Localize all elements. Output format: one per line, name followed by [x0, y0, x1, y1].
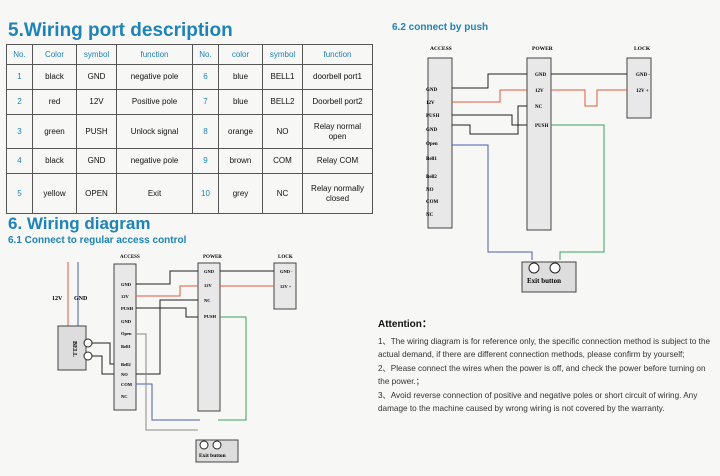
lock-title: LOCK	[278, 255, 293, 260]
table-row: 1 black GND negative pole 6 blue BELL1 d…	[6, 64, 373, 90]
power-pin: 12V	[204, 283, 213, 288]
table-row: 2 red 12V Positive pole 7 blue BELL2 Doo…	[6, 89, 373, 115]
power-pin: 12V	[535, 89, 544, 94]
bell-label: BELL	[71, 341, 77, 357]
diagram-1-wires	[136, 270, 274, 431]
access-pin: Bell1	[426, 157, 437, 162]
lock-pin: GND -	[280, 269, 293, 274]
attention-section: Attention： 1、The wiring diagram is for r…	[378, 318, 713, 416]
table-cell: negative pole	[116, 148, 193, 174]
power-title: POWER	[203, 255, 222, 260]
table-cell: negative pole	[116, 64, 193, 90]
access-pin: 12V	[426, 101, 435, 106]
access-pin: PUSH	[426, 114, 439, 119]
table-cell: Exit	[116, 173, 193, 214]
access-pin: COM	[426, 200, 439, 205]
access-title: ACCESS	[120, 255, 140, 260]
exit-button-label: Exit button	[199, 453, 226, 459]
power-pin: GND	[535, 73, 547, 78]
exit-button-terminal	[212, 440, 222, 450]
table-cell: 5	[6, 173, 33, 214]
access-bar	[427, 57, 453, 229]
power-title: POWER	[532, 46, 554, 52]
table-cell: 3	[6, 114, 33, 149]
lock-pin: GND -	[636, 73, 650, 78]
attention-item: 3、Avoid reverse connection of positive a…	[378, 390, 698, 414]
access-pin: GND	[426, 128, 438, 133]
access-pin: NO	[426, 188, 434, 193]
lock-bar	[626, 57, 652, 119]
bell-box	[57, 325, 87, 371]
section-5-title: 5.Wiring port description	[8, 20, 233, 41]
access-pin: Bell2	[426, 175, 437, 180]
diagram-2-wires	[452, 73, 627, 260]
access-pin: Open	[121, 331, 132, 336]
bell-wire	[92, 355, 116, 375]
access-pin: GND	[426, 88, 438, 93]
access-pin: Open	[426, 142, 438, 147]
wiring-port-table: No. Color symbol function No. color symb…	[6, 44, 373, 214]
access-pin: COM	[121, 382, 133, 387]
table-cell: BELL1	[262, 64, 303, 90]
table-row: 4 black GND negative pole 9 brown COM Re…	[6, 148, 373, 174]
access-pin: NC	[426, 213, 434, 218]
power-pin: PUSH	[535, 124, 548, 129]
table-row: 5 yellow OPEN Exit 10 grey NC Relay norm…	[6, 173, 373, 214]
access-pin: Bell2	[121, 362, 131, 367]
table-cell: doorbell port1	[302, 64, 373, 90]
section-6-1-title: 6.1 Connect to regular access control	[8, 235, 187, 246]
lock-title: LOCK	[634, 46, 651, 52]
power-pin: PUSH	[204, 314, 217, 319]
lock-pin: 12V +	[636, 89, 649, 94]
power-bar	[526, 57, 552, 231]
power-pin: NC	[204, 298, 211, 303]
access-pin: NO	[121, 372, 128, 377]
access-pin: Bell1	[121, 344, 131, 349]
table-cell: grey	[218, 173, 263, 214]
table-cell: GND	[76, 148, 117, 174]
table-cell: Relay normally closed	[302, 173, 373, 214]
exit-button-terminal	[528, 262, 540, 274]
bell-gnd-label: GND	[74, 296, 88, 302]
power-bar	[197, 262, 221, 412]
table-cell: Relay normal open	[302, 114, 373, 149]
access-pin: 12V	[121, 294, 130, 299]
table-cell: NC	[262, 173, 303, 214]
access-pin: PUSH	[121, 306, 134, 311]
table-cell: 12V	[76, 89, 117, 115]
access-pin: GND	[121, 282, 132, 287]
table-cell: 4	[6, 148, 33, 174]
access-pin: NC	[121, 394, 128, 399]
access-pin: GND	[121, 319, 132, 324]
power-pin: GND	[204, 269, 215, 274]
table-cell: GND	[76, 64, 117, 90]
table-row: 3 green PUSH Unlock signal 8 orange NO R…	[6, 114, 373, 149]
table-cell: Positive pole	[116, 89, 193, 115]
access-bar	[113, 263, 137, 411]
exit-button-terminal	[549, 262, 561, 274]
attention-item: 1、The wiring diagram is for reference on…	[378, 336, 711, 360]
exit-button-terminal	[199, 440, 209, 450]
section-6-title: 6. Wiring diagram	[8, 214, 151, 233]
section-6-2-title: 6.2 connect by push	[392, 22, 489, 33]
lock-pin: 12V +	[280, 284, 292, 289]
power-pin: NC	[535, 105, 543, 110]
table-cell: PUSH	[76, 114, 117, 149]
table-cell: OPEN	[76, 173, 117, 214]
table-cell: BELL2	[262, 89, 303, 115]
access-title: ACCESS	[430, 46, 452, 52]
bell-wire	[92, 342, 116, 365]
table-cell: Unlock signal	[116, 114, 193, 149]
bell-12v-label: 12V	[52, 296, 63, 302]
attention-title: Attention：	[378, 319, 432, 330]
attention-item: 2、Please connect the wires when the powe…	[378, 363, 706, 387]
exit-button-label: Exit button	[527, 277, 561, 285]
